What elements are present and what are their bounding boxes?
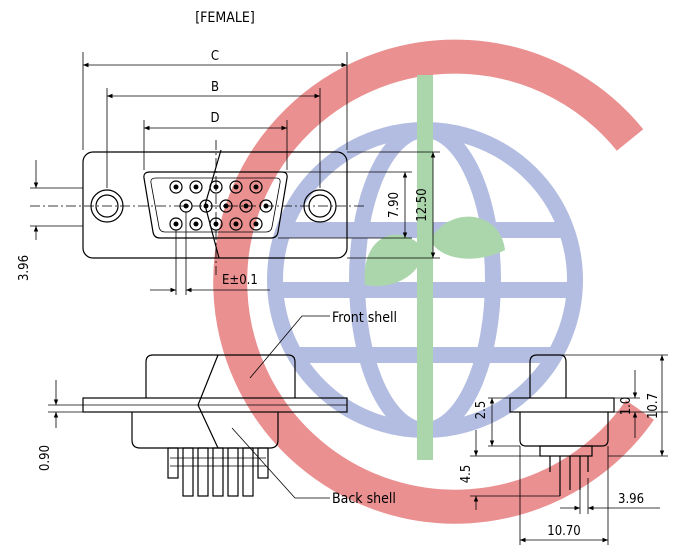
end-pins — [549, 456, 589, 496]
d-shell-inner — [150, 177, 281, 233]
d-shell-outer — [143, 171, 288, 239]
flange-outline — [82, 151, 348, 259]
title-label: [FEMALE] — [195, 10, 255, 26]
dim-e-label: E±0.1 — [222, 273, 258, 288]
dim-end-f-label: 10.70 — [547, 524, 580, 539]
dim-end-c-label: 10.7 — [646, 393, 661, 419]
end-flange — [509, 397, 615, 413]
dim-end-e-label: 3.96 — [618, 492, 644, 507]
end-view: 10.7 1.0 2.5 4.5 3.96 10.70 — [459, 354, 668, 545]
mount-hole-left-inner — [95, 194, 119, 218]
front-view: C B D 3.96 7.90 12.50 E±0.1 — [17, 49, 440, 295]
back-shell-label: Back shell — [332, 491, 396, 507]
pin-row-top — [169, 180, 263, 194]
break-line-front — [204, 149, 222, 259]
dim-end-a-label: 2.5 — [474, 401, 489, 420]
dim-b-label: B — [211, 80, 219, 95]
break-line-side — [197, 354, 219, 449]
dim-thickness-label: 0.90 — [38, 445, 53, 471]
dim-end-d-label: 4.5 — [459, 465, 474, 484]
front-shell-label: Front shell — [332, 310, 397, 326]
dim-left-label: 3.96 — [17, 255, 32, 281]
front-shell-body — [145, 354, 296, 398]
dim-h2-label: 12.50 — [415, 188, 430, 221]
dim-end-b-label: 1.0 — [619, 397, 634, 416]
watermark-logo — [213, 39, 654, 524]
back-shell-leader — [231, 427, 330, 499]
dim-h1-label: 7.90 — [387, 192, 402, 218]
side-pins — [167, 447, 269, 497]
dim-d-label: D — [210, 111, 219, 126]
side-view: Front shell Back shell 0.90 — [38, 310, 397, 507]
dim-c-label: C — [211, 49, 219, 64]
front-shell-leader — [249, 315, 330, 379]
end-front-shell — [529, 354, 567, 398]
